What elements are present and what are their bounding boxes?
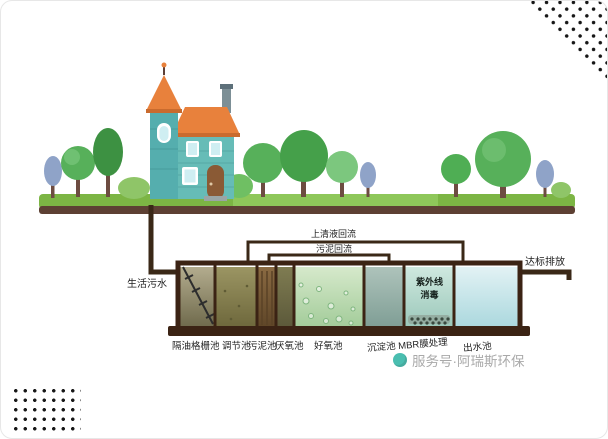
sludge-return-label: 污泥回流 xyxy=(316,244,353,254)
aeration-bubbles xyxy=(298,282,356,326)
tank-label-aerobic: 好氧池 xyxy=(314,341,343,352)
inflow-label: 生活污水 xyxy=(127,279,167,290)
inflow-pipe xyxy=(148,205,181,275)
tank-label-equalization: 调节池 xyxy=(222,341,251,352)
tank-label-sedimentation: 沉淀池 xyxy=(366,340,397,355)
house xyxy=(146,62,240,201)
uv-label-line2: 消毒 xyxy=(420,290,439,300)
supernatant-return-label: 上清液回流 xyxy=(311,229,357,239)
bar-screen xyxy=(182,266,215,325)
watermark: 服务号·阿瑞斯环保 xyxy=(393,350,525,370)
corner-dots-bottom-left xyxy=(11,386,81,436)
tank-base xyxy=(168,326,530,336)
tank-label-anaerobic: 厌氧池 xyxy=(275,341,304,352)
tank-label-sludge: 污泥池 xyxy=(248,341,277,352)
watermark-text: 服务号·阿瑞斯环保 xyxy=(412,354,525,369)
tank-walls xyxy=(213,263,456,327)
discharge-pipe xyxy=(518,269,572,280)
treatment-tank xyxy=(168,260,530,336)
supernatant-return-pipe xyxy=(246,240,465,262)
speckles xyxy=(223,284,249,321)
uv-disinfection-label: 紫外线 消毒 xyxy=(405,275,454,301)
sludge-stripes xyxy=(261,271,273,325)
pipes xyxy=(148,205,572,280)
uv-label-line1: 紫外线 xyxy=(415,277,443,287)
watermark-logo-icon xyxy=(393,353,407,367)
discharge-label: 达标排放 xyxy=(525,257,565,268)
ground xyxy=(39,194,575,214)
trees xyxy=(44,128,571,199)
tank-label-grease-grid: 隔油格栅池 xyxy=(172,341,220,352)
sludge-return-pipe xyxy=(267,253,391,262)
mbr-membrane xyxy=(408,315,450,325)
